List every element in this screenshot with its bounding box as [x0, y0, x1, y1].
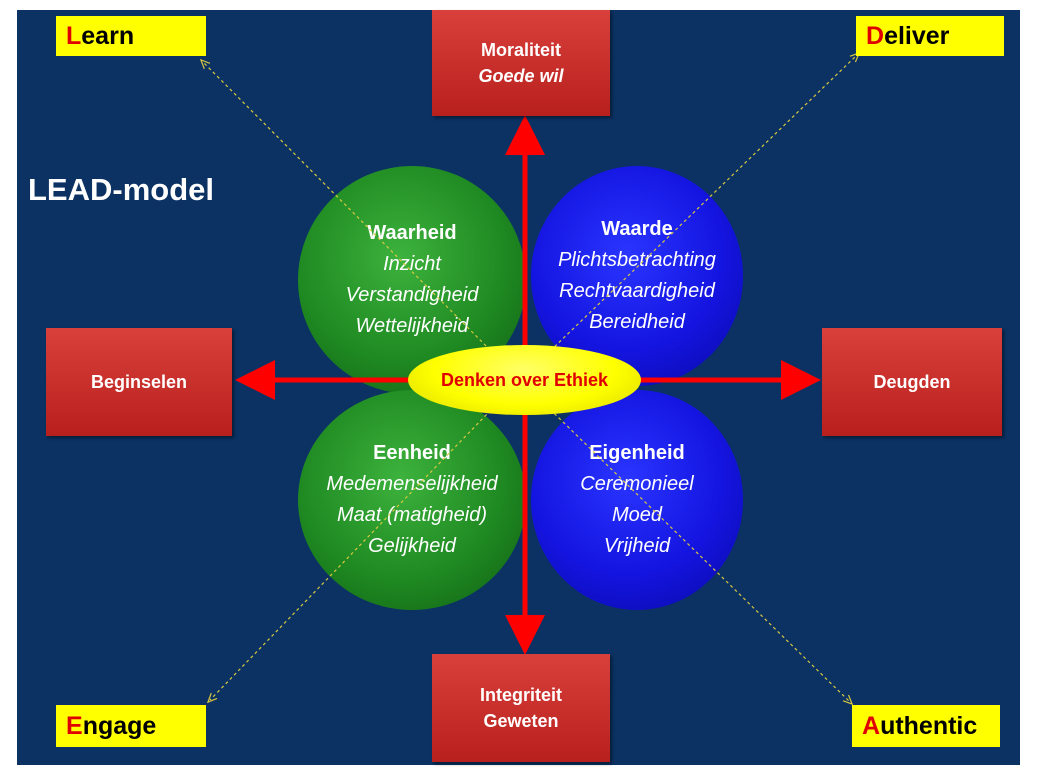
circle-line: Moed	[611, 504, 663, 526]
circle-waarheid: Waarheid Inzicht Verstandigheid Wettelij…	[298, 166, 526, 394]
tag-rest: eliver	[884, 21, 950, 50]
dotted-line-authentic	[519, 379, 850, 702]
tag-initial: D	[866, 21, 885, 50]
box-label: Moraliteit	[480, 40, 561, 60]
box-label: Integriteit	[479, 685, 562, 705]
box-label: Beginselen	[90, 372, 188, 392]
box-label: Deugden	[873, 372, 951, 392]
tag-initial: L	[66, 21, 82, 50]
center-ellipse: Denken over Ethiek	[408, 345, 641, 415]
circle-line: Gelijkheid	[368, 535, 456, 557]
circle-title: Eenheid	[373, 442, 451, 464]
circle-line: Rechtvaardigheid	[559, 280, 715, 302]
box-integriteit: Integriteit Geweten	[432, 654, 610, 762]
circle-eigenheid: Eigenheid Ceremonieel Moed Vrijheid	[531, 390, 743, 610]
box-sublabel: Goede wil	[478, 66, 564, 86]
circle-line: Ceremonieel	[580, 473, 694, 495]
diagram-title: LEAD-model	[28, 172, 214, 207]
circle-line: Plichtsbetrachting	[558, 249, 716, 271]
circle-title: Waarde	[601, 218, 673, 240]
tag-rest: ngage	[82, 711, 157, 740]
tag-rest: uthentic	[880, 711, 978, 740]
circle-line: Inzicht	[383, 253, 441, 275]
circle-title: Waarheid	[367, 222, 457, 244]
tag-initial: E	[66, 711, 83, 740]
tag-initial: A	[862, 711, 881, 740]
circle-eenheid: Eenheid Medemenselijkheid Maat (matighei…	[298, 390, 526, 610]
box-sublabel: Geweten	[483, 711, 559, 731]
circle-line: Vrijheid	[603, 535, 671, 557]
circle-line: Wettelijkheid	[355, 315, 469, 337]
dotted-line-engage	[210, 379, 521, 700]
circle-title: Eigenheid	[589, 442, 685, 464]
dotted-line-deliver	[519, 55, 857, 381]
circle-line: Bereidheid	[589, 311, 685, 333]
box-deugden: Deugden	[822, 328, 1002, 436]
circle-line: Maat (matigheid)	[336, 504, 488, 526]
box-moraliteit: Moraliteit Goede wil	[432, 10, 610, 116]
circle-line: Medemenselijkheid	[326, 473, 498, 495]
box-beginselen: Beginselen	[46, 328, 232, 436]
circle-line: Verstandigheid	[345, 284, 479, 306]
dotted-line-learn	[203, 62, 521, 381]
tag-rest: earn	[81, 21, 135, 50]
